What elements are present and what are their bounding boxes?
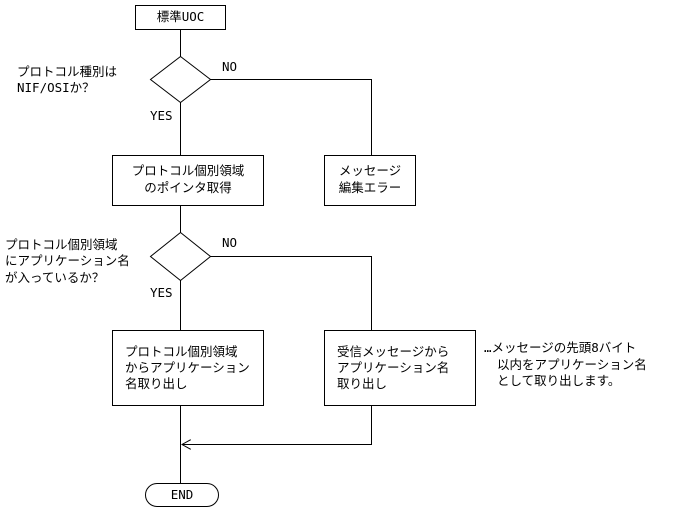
decision1-yes-label: YES (150, 108, 173, 123)
decision1-no-label: NO (222, 59, 238, 74)
decision2-no-label: NO (222, 235, 238, 250)
note-line1: …メッセージの先頭8バイト (484, 340, 637, 355)
end-terminator (145, 483, 219, 507)
connector-decision2-no (210, 256, 372, 331)
process-get-pointer-box (112, 155, 264, 206)
process-get-pointer-line2: のポインタ取得 (144, 180, 232, 195)
note-line2: 以内をアプリケーション名 (497, 357, 647, 372)
process-error-line2: 編集エラー (338, 180, 402, 195)
connector-merge (182, 405, 372, 445)
process-error-line1: メッセージ (338, 163, 402, 178)
end-label: END (170, 487, 194, 502)
process-from-message-box (324, 330, 476, 406)
process-from-area-line1: プロトコル個別領域 (125, 344, 238, 359)
process-from-area-line3: 名取り出し (125, 376, 188, 391)
process-error-box (324, 155, 416, 206)
process-from-message-line2: アプリケーション名 (337, 360, 450, 375)
process-get-pointer-line1: プロトコル個別領域 (131, 163, 245, 178)
decision1-question-line2: NIF/OSIか？ (17, 80, 95, 95)
note-line3: として取り出します。 (497, 373, 621, 388)
decision1-diamond (149, 55, 212, 104)
decision2-question-line3: が入っているか？ (5, 270, 105, 285)
connector-decision1-no (210, 79, 372, 156)
decision2-yes-label: YES (150, 285, 173, 300)
decision2-question-line1: プロトコル個別領域 (5, 237, 118, 252)
decision2-diamond (149, 231, 212, 282)
process-from-area-box (112, 330, 264, 406)
start-label: 標準UOC (156, 9, 205, 24)
process-from-area-line2: からアプリケーション (125, 360, 250, 375)
process-from-message-line3: 取り出し (337, 376, 388, 391)
process-from-message-line1: 受信メッセージから (337, 344, 450, 359)
decision2-question-line2: にアプリケーション名 (5, 253, 130, 268)
decision1-question-line1: プロトコル種別は (17, 64, 118, 79)
